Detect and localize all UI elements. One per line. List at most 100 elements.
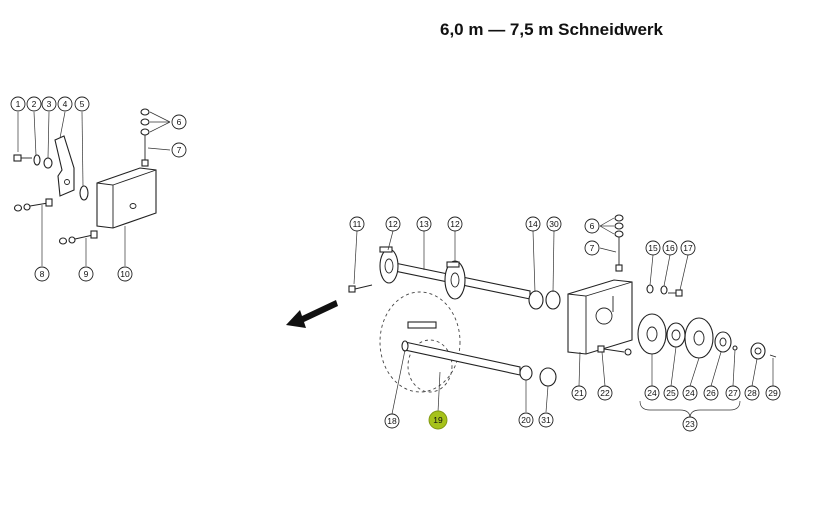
washer-part-16 [660, 285, 668, 295]
svg-text:31: 31 [541, 415, 551, 425]
svg-text:28: 28 [747, 388, 757, 398]
direction-arrow [286, 300, 338, 328]
callouts: 1 2 3 4 5 6 7 8 9 10 11 12 13 12 14 30 6… [10, 96, 781, 432]
callout-16: 16 [662, 240, 678, 256]
callout-7: 7 [171, 142, 187, 158]
callout-22: 22 [597, 385, 613, 401]
svg-text:27: 27 [728, 388, 738, 398]
callout-2: 2 [26, 96, 42, 112]
callout-27: 27 [725, 385, 741, 401]
svg-text:14: 14 [528, 219, 538, 229]
callout-23: 23 [682, 416, 698, 432]
svg-text:7: 7 [590, 243, 595, 253]
callout-4: 4 [57, 96, 73, 112]
svg-text:12: 12 [388, 219, 398, 229]
svg-text:11: 11 [353, 219, 362, 229]
plate-part-10 [96, 167, 157, 229]
callout-26: 26 [703, 385, 719, 401]
callout-15: 15 [645, 240, 661, 256]
callout-8: 8 [34, 266, 50, 282]
callout-31: 31 [538, 412, 554, 428]
svg-text:24: 24 [647, 388, 657, 398]
lever-part-4 [54, 135, 75, 197]
svg-text:12: 12 [450, 219, 460, 229]
bolt-part-22 [597, 345, 632, 356]
bushing-part-20 [519, 365, 533, 381]
right-leader-lines [353, 217, 774, 415]
svg-text:16: 16 [665, 243, 675, 253]
bearing-assembly-part-23 [637, 313, 777, 360]
callout-11: 11 [349, 216, 365, 232]
diagram-title: 6,0 m — 7,5 m Schneidwerk [440, 20, 663, 39]
callout-17: 17 [680, 240, 696, 256]
svg-text:3: 3 [47, 99, 52, 109]
callout-9: 9 [78, 266, 94, 282]
bolt-part-9 [58, 230, 98, 245]
callout-12a: 12 [385, 216, 401, 232]
svg-text:25: 25 [666, 388, 676, 398]
callout-6: 6 [171, 114, 187, 130]
right-assembly [286, 214, 777, 419]
bushing-part-31 [539, 367, 557, 387]
callout-10: 10 [117, 266, 133, 282]
svg-text:23: 23 [685, 419, 695, 429]
left-assembly [13, 108, 171, 266]
brace-part-23 [639, 400, 741, 419]
svg-text:29: 29 [768, 388, 778, 398]
bolt-part-1 [13, 154, 32, 162]
svg-text:8: 8 [40, 269, 45, 279]
svg-text:9: 9 [84, 269, 89, 279]
washer-part-15 [646, 284, 654, 294]
callout-20: 20 [518, 412, 534, 428]
ring-part-5 [79, 185, 89, 201]
svg-text:1: 1 [16, 99, 21, 109]
bolt-part-11 [348, 284, 373, 293]
svg-text:26: 26 [706, 388, 716, 398]
callout-24a: 24 [644, 385, 660, 401]
callout-24b: 24 [682, 385, 698, 401]
svg-text:24: 24 [685, 388, 695, 398]
svg-text:6: 6 [177, 117, 182, 127]
callout-5: 5 [74, 96, 90, 112]
svg-text:7: 7 [177, 145, 182, 155]
bolt-part-7b [614, 214, 624, 272]
svg-text:6: 6 [590, 221, 595, 231]
plate-part-21 [567, 279, 633, 355]
svg-text:17: 17 [683, 243, 693, 253]
callout-14: 14 [525, 216, 541, 232]
svg-text:2: 2 [32, 99, 37, 109]
bolt-part-7 [140, 108, 150, 167]
callout-12b: 12 [447, 216, 463, 232]
svg-text:30: 30 [549, 219, 559, 229]
svg-text:4: 4 [63, 99, 68, 109]
callout-25: 25 [663, 385, 679, 401]
washer-part-3 [43, 157, 53, 169]
svg-text:10: 10 [120, 269, 130, 279]
callout-19-highlighted: 19 [428, 410, 448, 430]
bolt-part-8 [13, 198, 53, 212]
left-leader-lines [17, 111, 171, 266]
callout-21: 21 [571, 385, 587, 401]
callout-6b: 6 [584, 218, 600, 234]
bushing-part-14 [528, 290, 544, 310]
svg-text:20: 20 [521, 415, 531, 425]
washer-part-2 [33, 154, 41, 166]
svg-text:21: 21 [574, 388, 584, 398]
shaft-part-19 [401, 340, 521, 376]
callout-1: 1 [10, 96, 26, 112]
callout-29: 29 [765, 385, 781, 401]
callout-3: 3 [41, 96, 57, 112]
svg-text:22: 22 [600, 388, 610, 398]
svg-text:19: 19 [433, 415, 443, 425]
callout-28: 28 [744, 385, 760, 401]
svg-text:13: 13 [419, 219, 429, 229]
svg-text:18: 18 [387, 416, 397, 426]
shaft-part-13 [379, 246, 531, 300]
callout-30: 30 [546, 216, 562, 232]
callout-7b: 7 [584, 240, 600, 256]
callout-18: 18 [384, 413, 400, 429]
bushing-part-30 [545, 290, 561, 310]
disc-part-18 [379, 291, 461, 393]
bolt-part-17 [668, 289, 683, 297]
